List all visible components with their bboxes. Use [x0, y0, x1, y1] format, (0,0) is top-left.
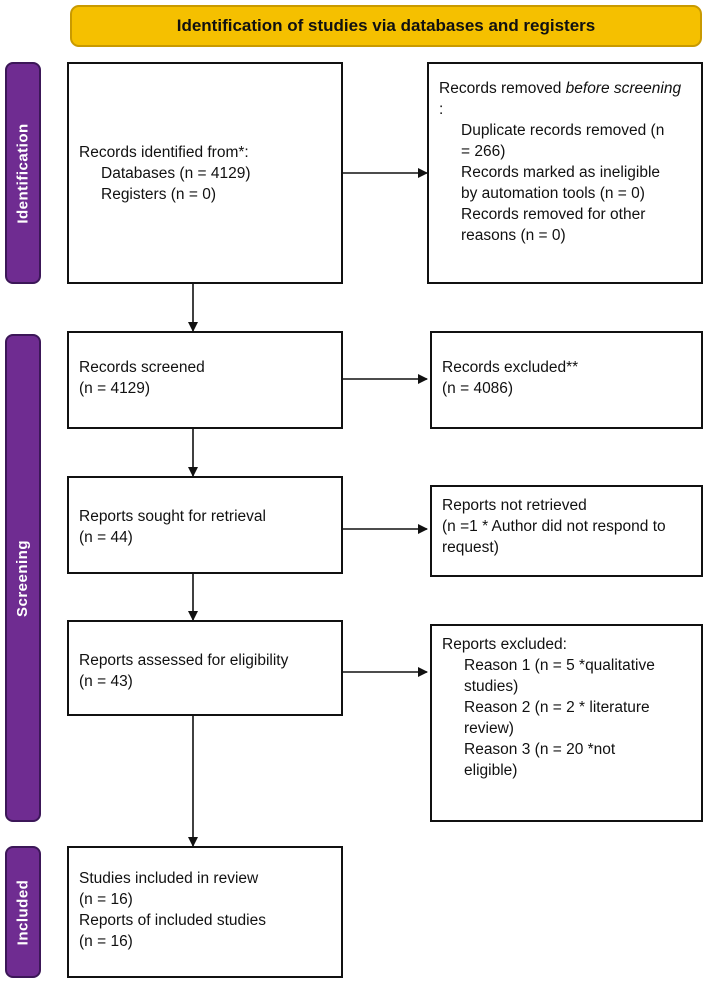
reason-3-line1: Reason 3 (n = 20 *not [464, 741, 616, 758]
box-records-screened: Records screened (n = 4129) [67, 331, 343, 429]
box-reports-not-retrieved: Reports not retrieved (n =1 * Author did… [430, 485, 703, 577]
identified-registers: Registers (n = 0) [101, 186, 217, 203]
reason-3-line2: eligible) [464, 762, 518, 779]
removed-other-2: reasons (n = 0) [461, 227, 566, 244]
header-title: Identification of studies via databases … [176, 16, 596, 35]
sought-label: Reports sought for retrieval [79, 508, 266, 525]
box-studies-included: Studies included in review (n = 16) Repo… [67, 846, 343, 978]
box-records-excluded: Records excluded** (n = 4086) [430, 331, 703, 429]
reason-2-line1: Reason 2 (n = 2 * literature [464, 699, 650, 716]
box-reports-assessed: Reports assessed for eligibility (n = 43… [67, 620, 343, 716]
removed-heading: Records removed before screening [439, 78, 691, 99]
sought-count: (n = 44) [79, 529, 133, 546]
removed-automation-2: by automation tools (n = 0) [461, 185, 645, 202]
removed-duplicates-2: = 266) [461, 143, 506, 160]
not-retrieved-line2: (n =1 * Author did not respond to [442, 518, 666, 535]
reports-excluded-label: Reports excluded: [442, 636, 567, 653]
not-retrieved-label: Reports not retrieved [442, 497, 587, 514]
removed-heading-tail: : [439, 101, 444, 118]
removed-heading-line2: before screening: [439, 99, 691, 120]
assessed-count: (n = 43) [79, 673, 133, 690]
removed-other-1: Records removed for other [461, 206, 646, 223]
not-retrieved-line3: request) [442, 539, 499, 556]
screened-label: Records screened [79, 359, 205, 376]
removed-automation-1: Records marked as ineligible [461, 164, 661, 181]
removed-heading-text: Records removed [439, 80, 566, 97]
reason-1-line1: Reason 1 (n = 5 *qualitative [464, 657, 655, 674]
reason-1-line2: studies) [464, 678, 519, 695]
excluded-label: Records excluded** [442, 359, 579, 376]
assessed-label: Reports assessed for eligibility [79, 652, 289, 669]
included-studies-label: Studies included in review [79, 870, 259, 887]
phase-included: Included [5, 846, 41, 978]
box-records-identified: Records identified from*: Databases (n =… [67, 62, 343, 284]
box-records-removed: Records removed before screening before … [427, 62, 703, 284]
phase-identification: Identification [5, 62, 41, 284]
reason-2-line2: review) [464, 720, 514, 737]
phase-screening: Screening [5, 334, 41, 822]
included-reports-label: Reports of included studies [79, 912, 266, 929]
excluded-count: (n = 4086) [442, 380, 514, 397]
identified-databases: Databases (n = 4129) [101, 165, 251, 182]
box-reports-excluded: Reports excluded: Reason 1 (n = 5 *quali… [430, 624, 703, 822]
removed-heading-italic: before screening [565, 80, 682, 97]
identified-heading: Records identified from*: [79, 144, 249, 161]
included-studies-count: (n = 16) [79, 891, 133, 908]
screened-count: (n = 4129) [79, 380, 151, 397]
removed-duplicates-1: Duplicate records removed (n [461, 122, 665, 139]
box-reports-sought: Reports sought for retrieval (n = 44) [67, 476, 343, 574]
header-banner: Identification of studies via databases … [70, 5, 702, 47]
included-reports-count: (n = 16) [79, 933, 133, 950]
